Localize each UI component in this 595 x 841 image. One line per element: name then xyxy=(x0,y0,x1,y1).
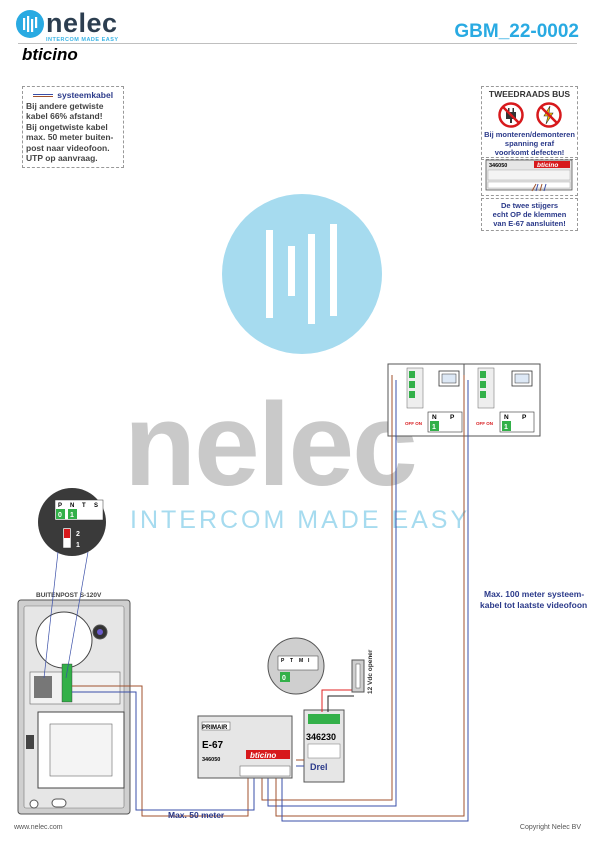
monitor-off-label: OFF ON xyxy=(476,421,493,426)
psu-code: 346050 xyxy=(202,757,220,763)
cable-note: systeemkabel Bij andere getwiste kabel 6… xyxy=(22,86,124,168)
risers-line: De twee stijgers xyxy=(500,201,559,210)
monitor-p-label: P xyxy=(450,414,455,421)
relay-dip-label: M xyxy=(299,658,303,664)
max-100-label: Max. 100 meter systeem- xyxy=(484,589,585,599)
partner-logo: bticino xyxy=(22,45,78,64)
relay-dip-label: I xyxy=(308,658,310,664)
relay-wires xyxy=(296,689,354,767)
monitor-2: OFF ON N P 1 xyxy=(463,363,541,437)
dip-value: 1 xyxy=(70,512,74,519)
lock-label: 12 Vdc opener xyxy=(367,649,374,694)
relay-dip-label: P xyxy=(281,658,285,664)
door-lock xyxy=(351,659,365,693)
nelec-logo-icon xyxy=(16,10,44,38)
no-plug-icon xyxy=(497,102,524,128)
bus-warning-line: voorkomt defecten! xyxy=(494,148,565,157)
cable-line-icon xyxy=(32,94,53,98)
psu-model: E-67 xyxy=(202,740,224,751)
relay-code: 346230 xyxy=(306,732,336,742)
cable-note-line: Bij andere getwiste xyxy=(26,100,104,111)
risers-note: De twee stijgers echt OP de klemmen van … xyxy=(481,198,578,231)
dip-label: N xyxy=(70,503,74,509)
brand-name: nelec xyxy=(46,8,118,38)
psu-primary: PRIMAIR xyxy=(202,725,228,731)
monitor-value: 1 xyxy=(432,424,436,431)
bus-warning-line: Bij monteren/demonteren xyxy=(484,130,575,139)
relay-label: Drel xyxy=(310,762,328,772)
max-50-label: Max. 50 meter xyxy=(168,810,225,820)
risers-line: echt OP de klemmen xyxy=(492,210,567,219)
max-100-label: kabel tot laatste videofoon xyxy=(480,600,588,610)
brand-tagline: INTERCOM MADE EASY xyxy=(46,37,119,43)
module-detail: 346050 bticino xyxy=(481,157,578,196)
watermark-logo-icon xyxy=(222,194,382,354)
jumper-label: 1 xyxy=(76,542,80,549)
footer-url: www.nelec.com xyxy=(14,824,63,831)
outdoor-dip-detail: P N T S 0 1 2 1 xyxy=(38,488,106,679)
no-lightning-icon xyxy=(535,102,562,128)
bus-warning-line: spanning eraf xyxy=(504,139,555,148)
header-divider xyxy=(18,43,577,44)
cable-note-line: post naar videofoon. xyxy=(26,142,110,153)
dip-value: 0 xyxy=(58,512,62,519)
monitor-value: 1 xyxy=(504,424,508,431)
monitor-n-label: N xyxy=(504,414,509,421)
outdoor-title: BUITENPOST S-120V xyxy=(36,592,102,599)
watermark-brand: nelec xyxy=(124,379,418,511)
cable-note-line: UTP op aanvraag. xyxy=(26,153,98,163)
relay-module: 346230 Drel xyxy=(303,709,345,783)
monitor-1: OFF ON N P 1 xyxy=(387,363,465,437)
cable-note-line: kabel 66% afstand! xyxy=(26,111,103,121)
monitor-off-label: OFF ON xyxy=(405,421,422,426)
bus-cable-monitors xyxy=(261,375,469,822)
watermark-tagline: INTERCOM MADE EASY xyxy=(130,506,471,534)
cable-note-title: systeemkabel xyxy=(26,90,120,101)
relay-dip-detail: P T M I 0 xyxy=(267,637,325,695)
cable-note-line: max. 50 meter buiten- xyxy=(26,132,114,142)
monitor-p-label: P xyxy=(522,414,527,421)
cable-note-line: Bij ongetwiste kabel xyxy=(26,121,108,132)
relay-dip-label: T xyxy=(290,658,293,664)
dip-label: P xyxy=(58,503,62,509)
module-drawing: 346050 bticino xyxy=(485,159,573,192)
bus-warning: TWEEDRAADS BUS Bij monteren/demonteren s… xyxy=(481,86,578,160)
bus-warning-title: TWEEDRAADS BUS xyxy=(488,89,571,99)
module-brand: bticino xyxy=(537,162,558,169)
dip-label: S xyxy=(94,503,98,509)
footer-copyright: Copyright Nelec BV xyxy=(519,824,581,831)
jumper-label: 2 xyxy=(76,531,80,538)
outdoor-panel xyxy=(17,599,131,815)
relay-dip-value: 0 xyxy=(282,675,286,682)
document-id: GBM_22-0002 xyxy=(454,21,579,42)
module-code: 346050 xyxy=(489,163,507,169)
outdoor-cable xyxy=(72,685,255,817)
risers-line: van E-67 aansluiten! xyxy=(493,219,566,228)
power-supply: PRIMAIR E-67 bticino 346050 xyxy=(197,715,293,779)
monitor-n-label: N xyxy=(432,414,437,421)
psu-brand: bticino xyxy=(250,751,276,760)
dip-label: T xyxy=(82,503,86,509)
